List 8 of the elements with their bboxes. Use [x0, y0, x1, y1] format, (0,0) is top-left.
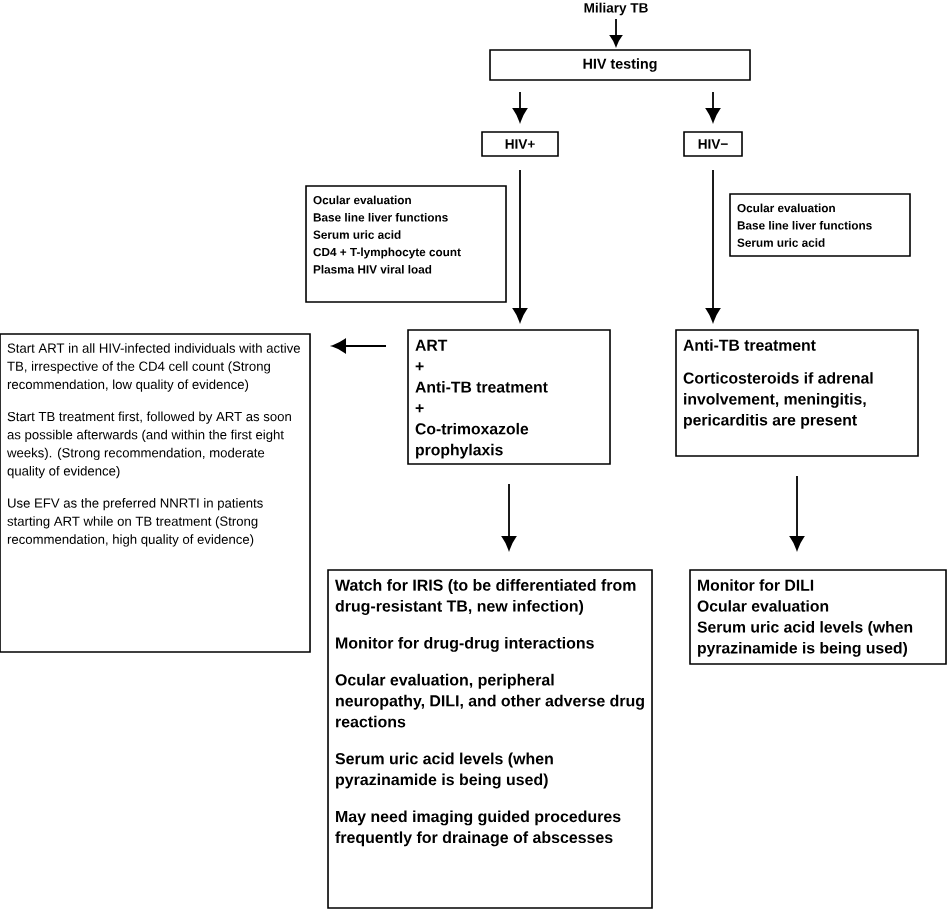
arrow	[331, 338, 387, 354]
arrow	[705, 91, 721, 123]
arrow	[501, 483, 517, 551]
arrow	[789, 475, 805, 551]
arrow	[705, 169, 721, 323]
arrow	[512, 91, 528, 123]
arrow	[512, 169, 528, 323]
arrow	[610, 18, 622, 47]
